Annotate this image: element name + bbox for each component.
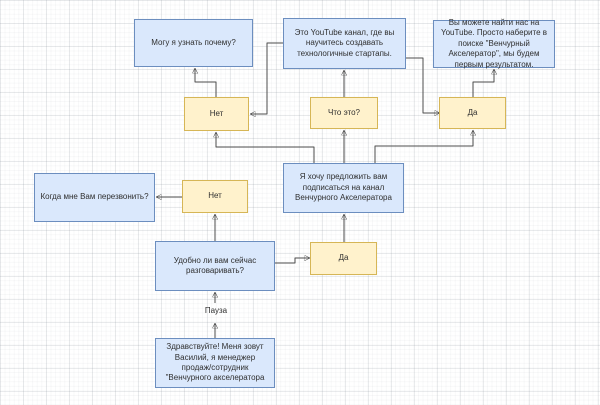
edge-yes-findus (472, 69, 494, 97)
node-youtube-channel[interactable]: Это YouTube канал, где вы научитесь созд… (283, 18, 406, 69)
node-yes-top[interactable]: Да (439, 97, 506, 129)
node-offer[interactable]: Я хочу предложить вам подписаться на кан… (283, 163, 404, 213)
node-callback-label: Когда мне Вам перезвонить? (40, 192, 149, 202)
node-greeting[interactable]: Здравствуйте! Меня зовут Василий, я мене… (155, 338, 275, 388)
node-yes-mid-label: Да (338, 253, 349, 263)
node-no-mid-label: Нет (208, 191, 222, 201)
node-convenient-label: Удобно ли вам сейчас разговаривать? (173, 255, 257, 275)
edge-offer-yes (374, 130, 473, 163)
node-find-us[interactable]: Вы можете найти нас на YouTube. Просто н… (433, 18, 555, 69)
edge-offer-no (216, 132, 315, 163)
node-what-is-it-label: Что это? (328, 107, 360, 117)
edge-youtube-no (250, 42, 283, 114)
node-no-mid[interactable]: Нет (182, 180, 248, 213)
node-no-top-label: Нет (209, 108, 224, 118)
node-no-top[interactable]: Нет (184, 97, 249, 131)
node-why-label: Могу я узнать почему? (151, 37, 236, 47)
edge-label-pause: Пауза (204, 306, 228, 315)
node-find-us-label: Вы можете найти нас на YouTube. Просто н… (441, 18, 547, 69)
edge-convenient-yes (275, 258, 310, 264)
node-yes-mid[interactable]: Да (310, 242, 377, 275)
node-why[interactable]: Могу я узнать почему? (134, 19, 253, 67)
node-offer-label: Я хочу предложить вам подписаться на кан… (295, 172, 392, 203)
node-greeting-label: Здравствуйте! Меня зовут Василий, я мене… (165, 342, 265, 383)
node-convenient[interactable]: Удобно ли вам сейчас разговаривать? (155, 241, 275, 291)
node-what-is-it[interactable]: Что это? (310, 97, 378, 129)
node-yes-top-label: Да (467, 107, 478, 117)
node-youtube-channel-label: Это YouTube канал, где вы научитесь созд… (294, 27, 395, 58)
node-callback[interactable]: Когда мне Вам перезвонить? (34, 173, 155, 222)
edge-no-why (195, 68, 217, 97)
